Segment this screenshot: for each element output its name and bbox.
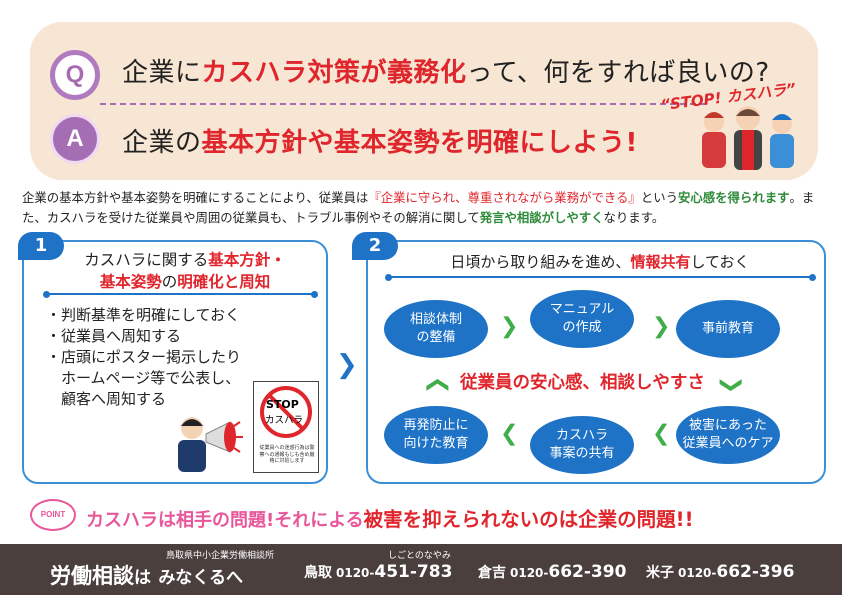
panel2-title-c: しておく <box>690 253 750 271</box>
megaphone-person-illustration <box>178 417 243 472</box>
chevron-down-icon: ❯ <box>719 375 745 395</box>
panel1-title-a: カスハラに関する <box>84 251 209 269</box>
intro-highlight-soudan: 発言や相談がしやすく <box>479 210 604 225</box>
footer-tel-city: 鳥取 <box>304 565 332 581</box>
cycle-node-consultation-system: 相談体制の整備 <box>384 300 488 358</box>
chevron-left-icon: ❯ <box>500 423 519 448</box>
answer-pre: 企業の <box>122 128 202 158</box>
answer-text: 企業の基本方針や基本姿勢を明確にしよう! <box>122 122 638 159</box>
panel1-divider-dot-right <box>311 290 318 298</box>
footer-tel-number: 662-396 <box>716 562 795 582</box>
point-message: カスハラは相手の問題!それによる被害を抑えられないのは企業の問題!! <box>86 503 693 532</box>
intro-quote: 『企業に守られ、尊重されながら業務ができる』 <box>368 190 641 205</box>
panel1-title: カスハラに関する基本方針・ 基本姿勢の明確化と周知 <box>70 249 300 293</box>
question-highlight: カスハラ対策が義務化 <box>201 58 467 88</box>
panel1-bullet-list: ・判断基準を明確にしておく ・従業員へ周知する ・店頭にポスター掲示したり ホー… <box>46 305 241 410</box>
footer-tel-prefix: 0120- <box>678 566 717 580</box>
footer-office-name: 鳥取県中小企業労働相談所 <box>166 551 275 561</box>
footer-tel-prefix: 0120- <box>510 566 549 580</box>
q-badge: Q <box>50 50 100 100</box>
cycle-node-case-sharing: カスハラ事案の共有 <box>530 416 634 474</box>
cycle-node-recurrence-prevention: 再発防止に向けた教育 <box>384 406 488 464</box>
qa-header-box <box>30 22 818 180</box>
intro-t5: 。また、カスハラを受けた従業員や周囲の従業員も、トラブル事例やその解消に関して <box>22 190 815 225</box>
poster-stop-text: STOP <box>266 398 299 411</box>
chevron-right-icon: ❯ <box>652 314 671 339</box>
question-text: 企業にカスハラ対策が義務化って、何をすれば良いの? <box>122 52 770 89</box>
panel2-title-a: 日頃から取り組みを進め、 <box>450 253 631 271</box>
prohibition-sign-icon <box>260 386 312 438</box>
panel2-divider <box>388 276 812 278</box>
footer-tel-kurayoshi[interactable]: 倉吉 0120-662-390 <box>478 562 626 582</box>
point-message-b: 被害を抑えられないのは企業の問題!! <box>363 508 694 531</box>
panel1-number-badge: 1 <box>18 232 64 260</box>
intro-t7: なります。 <box>603 210 665 225</box>
footer-kana-caption: しごとのなやみ <box>388 551 451 561</box>
cycle-node-manual: マニュアルの作成 <box>530 290 634 348</box>
footer-tel-city: 米子 <box>646 565 674 581</box>
panel2-number-badge: 2 <box>352 232 398 260</box>
intro-t1: 企業の基本方針や基本姿勢を明確にすることにより、従業員は <box>22 190 369 205</box>
question-post: って、何をすれば良いの? <box>466 58 770 88</box>
chevron-right-icon: ❯ <box>336 350 358 380</box>
cycle-node-pre-training: 事前教育 <box>676 300 780 358</box>
poster-fine-print: 従業員への迷惑行為は警察への通報もじも含め厳格に対処します <box>259 445 315 464</box>
panel1-title-c: 基本姿勢 <box>99 273 162 291</box>
footer-tel-number: 662-390 <box>548 562 627 582</box>
footer-main-b: は <box>134 568 151 588</box>
footer-tel-prefix: 0120- <box>336 566 375 580</box>
stop-kasuhara-poster: STOP カスハラ 従業員への迷惑行為は警察への通報もじも含め厳格に対処します <box>253 381 319 473</box>
point-message-a: カスハラは相手の問題!それによる <box>86 510 364 531</box>
intro-highlight-anshin: 安心感を得られます <box>677 190 790 205</box>
chevron-right-icon: ❯ <box>500 314 519 339</box>
panel1-bullet: ・判断基準を明確にしておく <box>46 306 241 324</box>
chevron-left-icon: ❯ <box>652 423 671 448</box>
question-pre: 企業に <box>122 58 202 88</box>
cycle-center-message: 従業員の安心感、相談しやすさ <box>460 373 705 393</box>
panel1-title-d: の <box>161 273 178 291</box>
panel1-title-b: 基本方針・ <box>208 251 286 269</box>
footer-tel-yonago[interactable]: 米子 0120-662-396 <box>646 562 794 582</box>
panel1-bullet: ・従業員へ周知する <box>46 327 182 345</box>
panel2-divider-dot-left <box>385 273 392 281</box>
panel2-divider-dot-right <box>809 273 816 281</box>
panel1-bullet: ホームページ等で公表し、 <box>46 369 241 387</box>
poster-kasuhara-text: カスハラ <box>265 415 304 426</box>
footer-tel-tottori[interactable]: 鳥取 0120-451-783 <box>304 562 452 582</box>
qa-divider <box>100 103 706 105</box>
panel1-bullet: 顧客へ周知する <box>46 390 167 408</box>
chevron-up-icon: ❯ <box>424 375 450 395</box>
footer-main-a: 労働相談 <box>50 564 134 588</box>
protesting-staff-illustration <box>702 106 794 170</box>
answer-highlight: 基本方針や基本姿勢を明確にしよう! <box>201 128 638 158</box>
panel2-title-b: 情報共有 <box>630 253 691 271</box>
intro-paragraph: 企業の基本方針や基本姿勢を明確にすることにより、従業員は『企業に守られ、尊重され… <box>22 188 822 228</box>
footer-tel-city: 倉吉 <box>478 565 506 581</box>
panel2-title: 日頃から取り組みを進め、情報共有しておく <box>400 251 800 272</box>
footer-tel-number: 451-783 <box>374 562 453 582</box>
intro-t3: という <box>640 190 678 205</box>
footer-headline: 労働相談は みなくるへ <box>50 560 243 590</box>
panel1-divider-dot-left <box>43 290 50 298</box>
cycle-node-victim-care: 被害にあった従業員へのケア <box>676 406 780 464</box>
footer-contact-bar: 鳥取県中小企業労働相談所 しごとのなやみ 労働相談は みなくるへ 鳥取 0120-… <box>0 544 842 595</box>
a-badge: A <box>50 114 100 164</box>
panel1-title-e: 明確化と周知 <box>177 273 271 291</box>
panel1-divider <box>46 293 314 295</box>
footer-main-c: みなくるへ <box>158 568 243 588</box>
panel1-bullet: ・店頭にポスター掲示したり <box>46 348 242 366</box>
point-label: POINT <box>30 499 76 531</box>
